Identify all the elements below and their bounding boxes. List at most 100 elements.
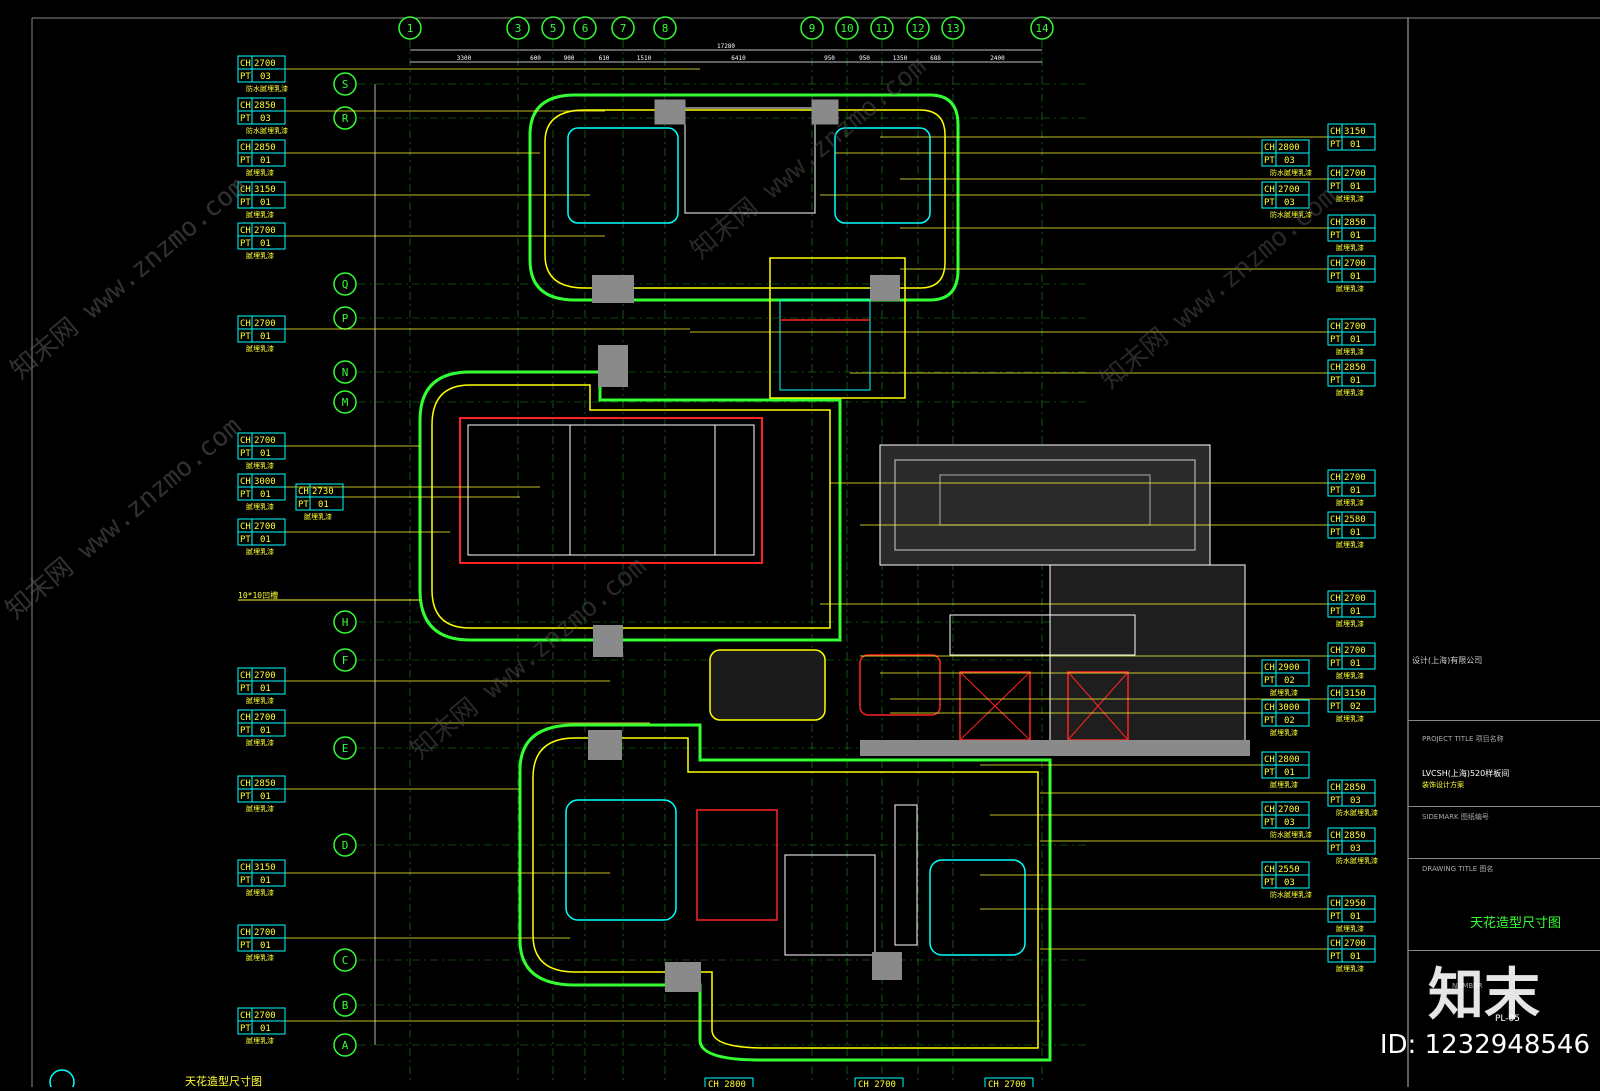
left-tag-ch-key-9: CH [240,671,251,681]
brand-logo: 知末 [1428,963,1540,1028]
mid-tag-pt-key-0: PT [298,500,309,510]
top-dim-5: 6410 [731,55,746,62]
grid-col-bubble-8 [653,16,677,40]
left-tag-ch-val-6: 2700 [254,436,276,446]
left-tag-ch-val-3: 3150 [254,185,276,195]
left-tag-ch-val-14: 2700 [254,1011,276,1021]
right-outer-tag-ch-key-14: CH [1330,939,1341,949]
bottom-tag-0: CH 2800 [708,1080,746,1087]
grid-col-bubble-5 [541,16,565,40]
elevator-x-1b [959,671,1031,741]
right-outer-tag-pt-key-11: PT [1330,796,1341,806]
tb-drawing-label: DRAWING TITLE 图名 [1422,865,1494,873]
right-outer-tag-pt-box-7 [1327,524,1376,539]
right-inner-tag-ch-val-2: 2900 [1278,663,1300,673]
left-tag-pt-key-5: PT [240,332,251,342]
right-inner-tag-pt-key-4: PT [1264,768,1275,778]
right-inner-tag-ch-val-6: 2550 [1278,865,1300,875]
left-tag-pt-box-9 [237,680,286,695]
grid-col-bubble-9 [800,16,824,40]
stair-run [894,459,1196,551]
right-outer-tag-ch-val-3: 2700 [1344,259,1366,269]
right-outer-tag-pt-box-0 [1327,136,1376,151]
grid-col-label-3: 3 [515,22,522,35]
upper-block-outline [528,93,960,302]
left-tag-ch-val-5: 2700 [254,319,276,329]
left-tag-pt-key-3: PT [240,198,251,208]
top-dim-6: 950 [824,55,835,62]
left-tag-pt-box-14 [237,1020,286,1035]
column-4 [870,275,900,301]
mid-tag-pt-box-0 [295,496,344,511]
left-tag-pt-key-1: PT [240,114,251,124]
right-inner-tag-pt-val-1: 03 [1284,198,1295,208]
right-inner-tag-ch-val-1: 2700 [1278,185,1300,195]
left-tag-ch-val-0: 2700 [254,59,276,69]
living-block-outline [418,370,842,642]
left-tag-pt-key-2: PT [240,156,251,166]
right-outer-tag-pt-box-13 [1327,908,1376,923]
mid-tag-pt-val-0: 01 [318,500,329,510]
bottom-tag-1: CH 2700 [858,1080,896,1087]
right-outer-tag-ch-val-1: 2700 [1344,169,1366,179]
grid-row-label-B: B [342,999,349,1012]
right-outer-tag-ch-key-8: CH [1330,594,1341,604]
kitchen-area [769,257,906,399]
left-tag-pt-box-10 [237,722,286,737]
grid-row-bubble-C [333,948,357,972]
right-outer-tag-note-14: 腻埋乳漆 [1336,964,1364,973]
bath-area [684,107,816,214]
watermark-4: 知末网 www.znzmo.com [1095,181,1342,395]
left-tag-ch-val-12: 3150 [254,863,276,873]
right-inner-tag-note-5: 防水腻埋乳漆 [1270,830,1312,839]
left-tag-pt-val-2: 01 [260,156,271,166]
left-tag-pt-box-12 [237,872,286,887]
right-inner-tag-ch-key-1: CH [1264,185,1275,195]
right-inner-tag-pt-val-4: 01 [1284,768,1295,778]
right-inner-tag-pt-box-2 [1261,672,1310,687]
right-inner-tag-pt-box-0 [1261,152,1310,167]
grid-col-bubble-6 [573,16,597,40]
right-outer-tag-note-1: 腻埋乳漆 [1336,194,1364,203]
left-tag-ch-key-1: CH [240,101,251,111]
bedroom-ceiling-2 [834,127,931,224]
left-tag-note-9: 腻埋乳漆 [246,696,274,705]
column-6 [588,730,622,760]
watermark-1: 知末网 www.znzmo.com [5,171,252,385]
tb-sidemark-label: SIDEMARK 图纸编号 [1422,813,1489,821]
column-8 [872,952,902,980]
right-outer-tag-pt-val-4: 01 [1350,335,1361,345]
top-dim-3: 610 [599,55,610,62]
grid-col-label-12: 12 [911,22,924,35]
right-inner-tag-ch-key-6: CH [1264,865,1275,875]
living-ceiling-inner [467,424,755,556]
left-tag-note-14: 腻埋乳漆 [246,1036,274,1045]
top-dim-0: 3300 [457,55,472,62]
left-tag-ch-key-5: CH [240,319,251,329]
right-outer-tag-pt-val-5: 01 [1350,376,1361,386]
grid-row-bubble-S [333,72,357,96]
right-outer-tag-pt-val-1: 01 [1350,182,1361,192]
right-outer-tag-ch-key-3: CH [1330,259,1341,269]
column-7 [665,962,701,992]
grid-col-bubble-10 [835,16,859,40]
right-outer-tag-pt-val-8: 01 [1350,607,1361,617]
tb-divider-1 [1408,720,1600,721]
right-outer-tag-pt-key-3: PT [1330,272,1341,282]
left-tag-pt-key-0: PT [240,72,251,82]
right-inner-tag-pt-key-5: PT [1264,818,1275,828]
grid-row-label-C: C [342,954,349,967]
left-tag-pt-box-13 [237,937,286,952]
right-outer-tag-ch-val-5: 2850 [1344,363,1366,373]
